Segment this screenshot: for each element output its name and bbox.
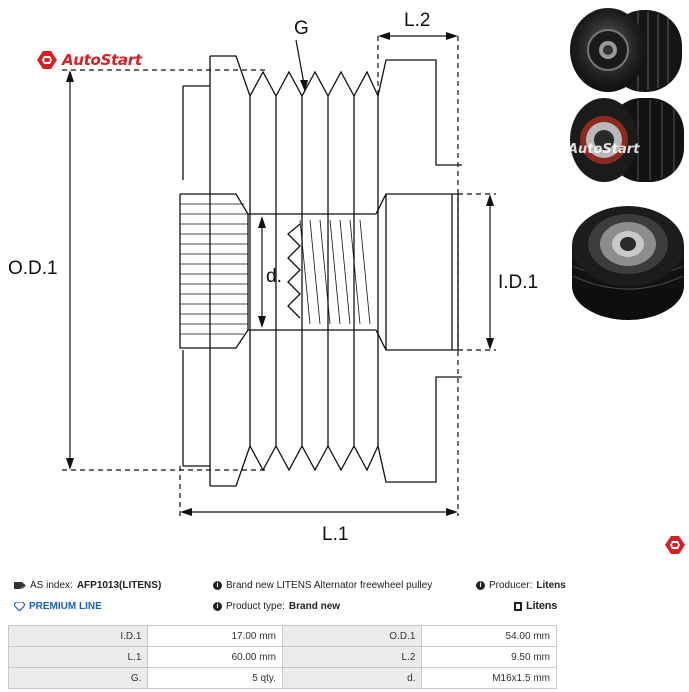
spec-value: 54.00 mm: [421, 625, 557, 647]
product-type-value: Brand new: [288, 601, 341, 612]
spec-key: G.: [7, 667, 149, 689]
spec-value: 17.00 mm: [147, 625, 283, 647]
autostart-logo-icon: [37, 51, 57, 69]
label-l1: L.1: [322, 524, 348, 545]
table-row: L.1 60.00 mm L.2 9.50 mm: [7, 646, 557, 668]
brand-logo: AutoStart: [36, 50, 142, 70]
litens-logo-icon: [514, 601, 522, 611]
product-photo-back: [570, 98, 684, 182]
as-index-value: AFP1013(LITENS): [76, 580, 162, 591]
spec-key: d.: [281, 667, 423, 689]
corner-logo-icon: [665, 536, 685, 554]
info-icon: i: [476, 581, 485, 590]
product-info: AS index: AFP1013(LITENS) i Brand new LI…: [0, 574, 689, 614]
product-photo-angle: [572, 206, 684, 320]
label-l2: L.2: [404, 10, 430, 31]
premium-line-label: PREMIUM LINE: [29, 601, 102, 612]
spec-value: M16x1.5 mm: [421, 667, 557, 689]
specs-table: I.D.1 17.00 mm O.D.1 54.00 mm L.1 60.00 …: [7, 625, 557, 689]
table-row: I.D.1 17.00 mm O.D.1 54.00 mm: [7, 625, 557, 647]
producer-logo-text: Litens: [526, 600, 558, 612]
producer-label: Producer:: [489, 580, 533, 591]
spec-key: L.2: [281, 646, 423, 668]
spec-value: 60.00 mm: [147, 646, 283, 668]
as-index-label: AS index:: [30, 580, 73, 591]
diamond-icon: [14, 602, 25, 611]
spec-value: 5 qty.: [147, 667, 283, 689]
spec-value: 9.50 mm: [421, 646, 557, 668]
spec-key: O.D.1: [281, 625, 423, 647]
info-icon: i: [213, 602, 222, 611]
product-type: i Product type: Brand new: [213, 601, 340, 612]
tag-icon: [14, 582, 26, 589]
spec-key: L.1: [7, 646, 149, 668]
brand-name: AutoStart: [62, 51, 142, 69]
label-d: d.: [266, 266, 282, 287]
table-row: G. 5 qty. d. M16x1.5 mm: [7, 667, 557, 689]
producer-logo: Litens: [514, 600, 557, 612]
photo-watermark: AutoStart: [568, 142, 640, 157]
producer: i Producer: Litens: [476, 580, 566, 591]
description-text: Brand new LITENS Alternator freewheel pu…: [226, 580, 433, 591]
spec-key: I.D.1: [7, 625, 149, 647]
description: i Brand new LITENS Alternator freewheel …: [213, 580, 432, 591]
info-icon: i: [213, 581, 222, 590]
product-type-label: Product type:: [226, 601, 285, 612]
as-index: AS index: AFP1013(LITENS): [14, 580, 161, 591]
label-od: O.D.1: [8, 258, 58, 279]
producer-value: Litens: [536, 580, 566, 591]
premium-line: PREMIUM LINE: [14, 601, 102, 612]
label-id: I.D.1: [498, 272, 538, 293]
label-groove: G: [294, 18, 309, 39]
pulley-technical-drawing: G L.2 O.D.1 d. I.D.1 L.1: [8, 10, 538, 545]
product-photo-front: [570, 8, 682, 92]
